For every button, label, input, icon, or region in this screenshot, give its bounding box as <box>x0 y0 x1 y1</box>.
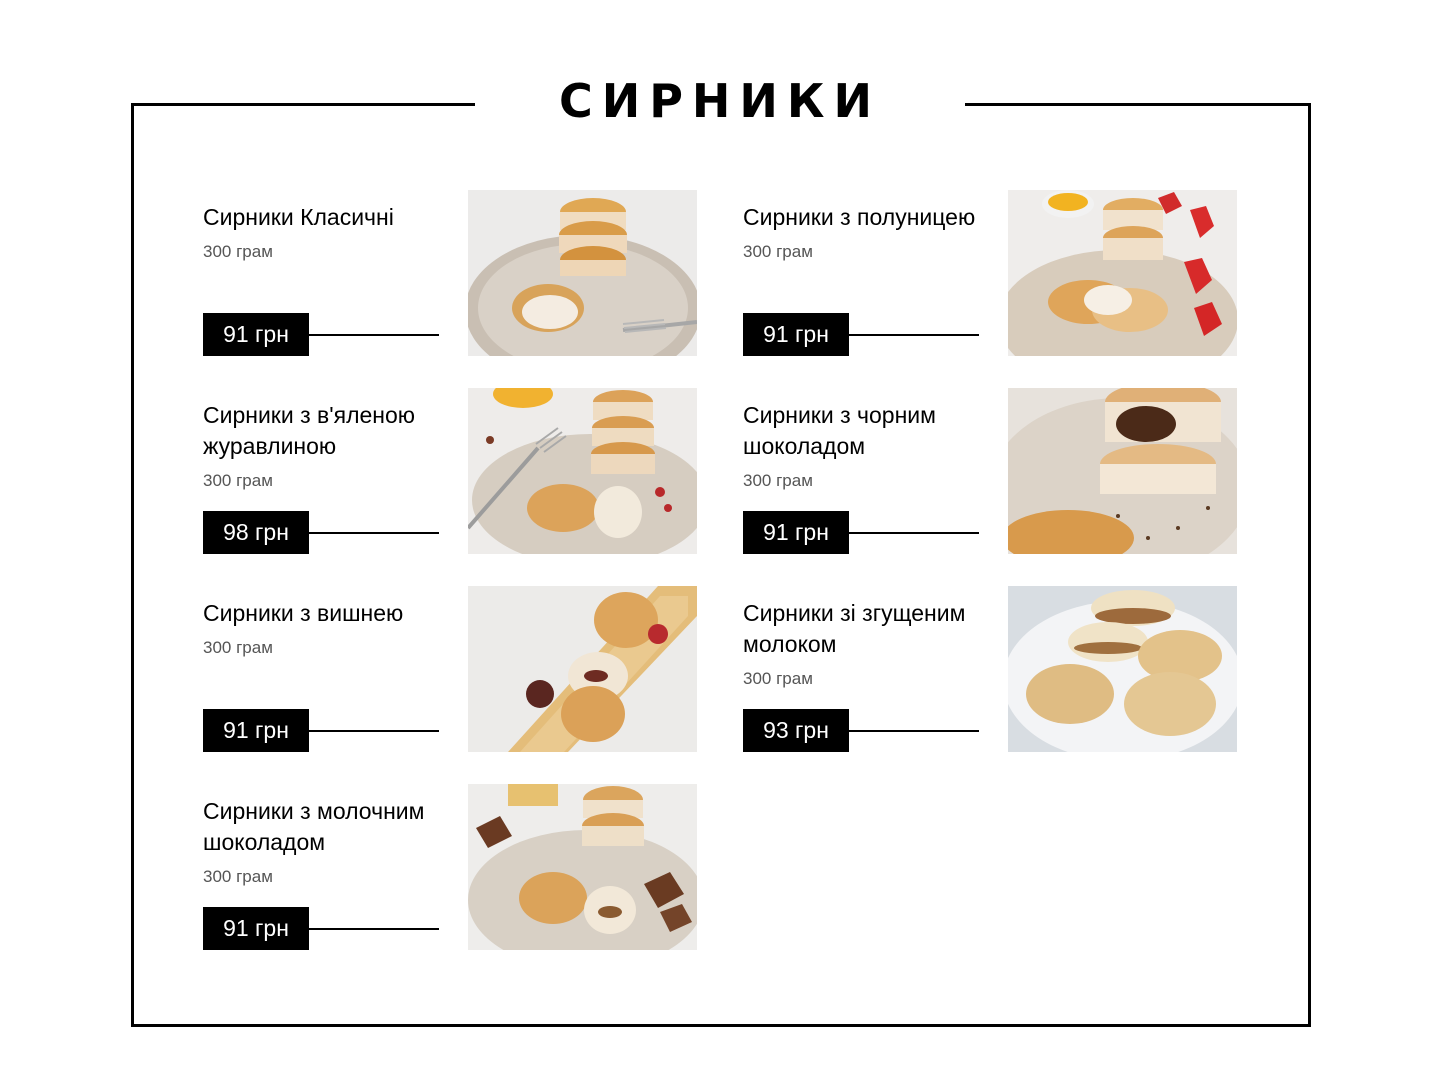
section-title: СИРНИКИ <box>558 74 882 128</box>
cranberry-syrnyky-photo[interactable] <box>468 388 697 554</box>
item-name: Сирники з вишнею <box>203 600 404 626</box>
price-row: 91 грн <box>743 313 979 356</box>
item-weight: 300 грам <box>203 867 273 886</box>
price-badge: 91 грн <box>203 709 309 752</box>
strawberry-syrnyky-photo[interactable] <box>1008 190 1237 356</box>
menu-item-dark-chocolate[interactable]: Сирники з чорним шоколадом 300 грам 91 г… <box>743 388 1243 554</box>
price-badge: 98 грн <box>203 511 309 554</box>
price-divider <box>849 334 979 336</box>
price-divider <box>309 928 439 930</box>
menu-item-condensed-milk[interactable]: Сирники зі згущеним молоком 300 грам 93 … <box>743 586 1243 752</box>
cherry-syrnyky-photo[interactable] <box>468 586 697 752</box>
dark-chocolate-syrnyky-photo[interactable] <box>1008 388 1237 554</box>
price-row: 91 грн <box>203 313 439 356</box>
item-weight: 300 грам <box>203 242 273 261</box>
price-row: 91 грн <box>743 511 979 554</box>
price-divider <box>309 730 439 732</box>
price-row: 98 грн <box>203 511 439 554</box>
menu-item-milk-chocolate[interactable]: Сирники з молочним шоколадом 300 грам 91… <box>203 784 703 950</box>
price-divider <box>309 532 439 534</box>
menu-item-cherry[interactable]: Сирники з вишнею 300 грам 91 грн <box>203 586 703 752</box>
item-name: Сирники з молочним шоколадом <box>203 798 425 855</box>
item-weight: 300 грам <box>743 669 813 688</box>
item-weight: 300 грам <box>743 242 813 261</box>
price-divider <box>309 334 439 336</box>
item-name: Сирники з в'яленою журавлиною <box>203 402 416 459</box>
price-badge: 91 грн <box>203 313 309 356</box>
price-row: 91 грн <box>203 907 439 950</box>
price-badge: 93 грн <box>743 709 849 752</box>
title-gap <box>475 70 965 140</box>
item-weight: 300 грам <box>203 638 273 657</box>
price-divider <box>849 730 979 732</box>
item-weight: 300 грам <box>743 471 813 490</box>
item-name: Сирники Класичні <box>203 204 394 230</box>
price-divider <box>849 532 979 534</box>
item-weight: 300 грам <box>203 471 273 490</box>
item-name: Сирники з полуницею <box>743 204 976 230</box>
price-badge: 91 грн <box>743 313 849 356</box>
price-row: 91 грн <box>203 709 439 752</box>
milk-chocolate-syrnyky-photo[interactable] <box>468 784 697 950</box>
price-badge: 91 грн <box>743 511 849 554</box>
price-row: 93 грн <box>743 709 979 752</box>
item-name: Сирники зі згущеним молоком <box>743 600 966 657</box>
item-name: Сирники з чорним шоколадом <box>743 402 936 459</box>
menu-item-cranberry[interactable]: Сирники з в'яленою журавлиною 300 грам 9… <box>203 388 703 554</box>
menu-item-strawberry[interactable]: Сирники з полуницею 300 грам 91 грн <box>743 190 1243 356</box>
price-badge: 91 грн <box>203 907 309 950</box>
condensed-milk-syrnyky-photo[interactable] <box>1008 586 1237 752</box>
menu-item-classic[interactable]: Сирники Класичні 300 грам 91 грн <box>203 190 703 356</box>
classic-syrnyky-photo[interactable] <box>468 190 697 356</box>
